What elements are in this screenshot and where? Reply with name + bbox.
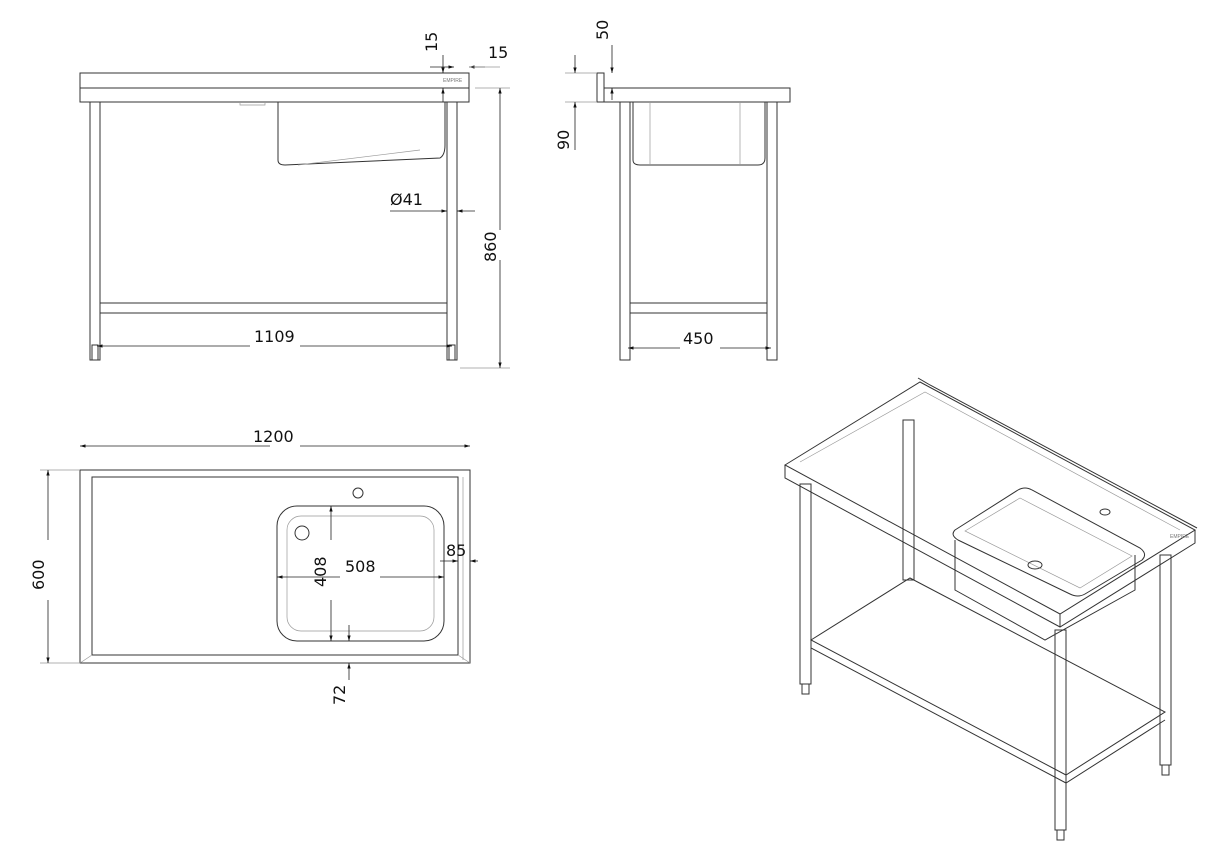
dim-upstand-height: 50: [593, 20, 612, 40]
side-view: 50 90 450: [554, 20, 791, 361]
dim-length: 1200: [253, 427, 294, 446]
dim-upstand-width: 15: [488, 43, 508, 62]
dim-right-margin: 85: [446, 541, 466, 560]
dim-side-leg-span: 450: [683, 329, 714, 348]
dim-height: 860: [481, 231, 500, 262]
plan-view: 1200 600 508 408 85 72: [29, 427, 478, 705]
dim-bowl-depth: 408: [311, 556, 330, 587]
dim-bowl-width: 508: [345, 557, 376, 576]
dim-leg-diameter: Ø41: [390, 190, 423, 209]
dim-front-margin: 72: [330, 685, 349, 705]
iso-brand-label: EMPIRE: [1170, 534, 1190, 540]
dim-sink-depth: 90: [554, 130, 573, 150]
isometric-view: EMPIRE: [784, 377, 1198, 841]
dim-top-thickness: 15: [422, 32, 441, 52]
dim-depth: 600: [29, 559, 48, 590]
brand-label: EMPIRE: [443, 78, 463, 84]
dim-leg-span: 1109: [254, 327, 295, 346]
front-view: EMPIRE 15 15 860 Ø41 1109: [79, 32, 510, 369]
